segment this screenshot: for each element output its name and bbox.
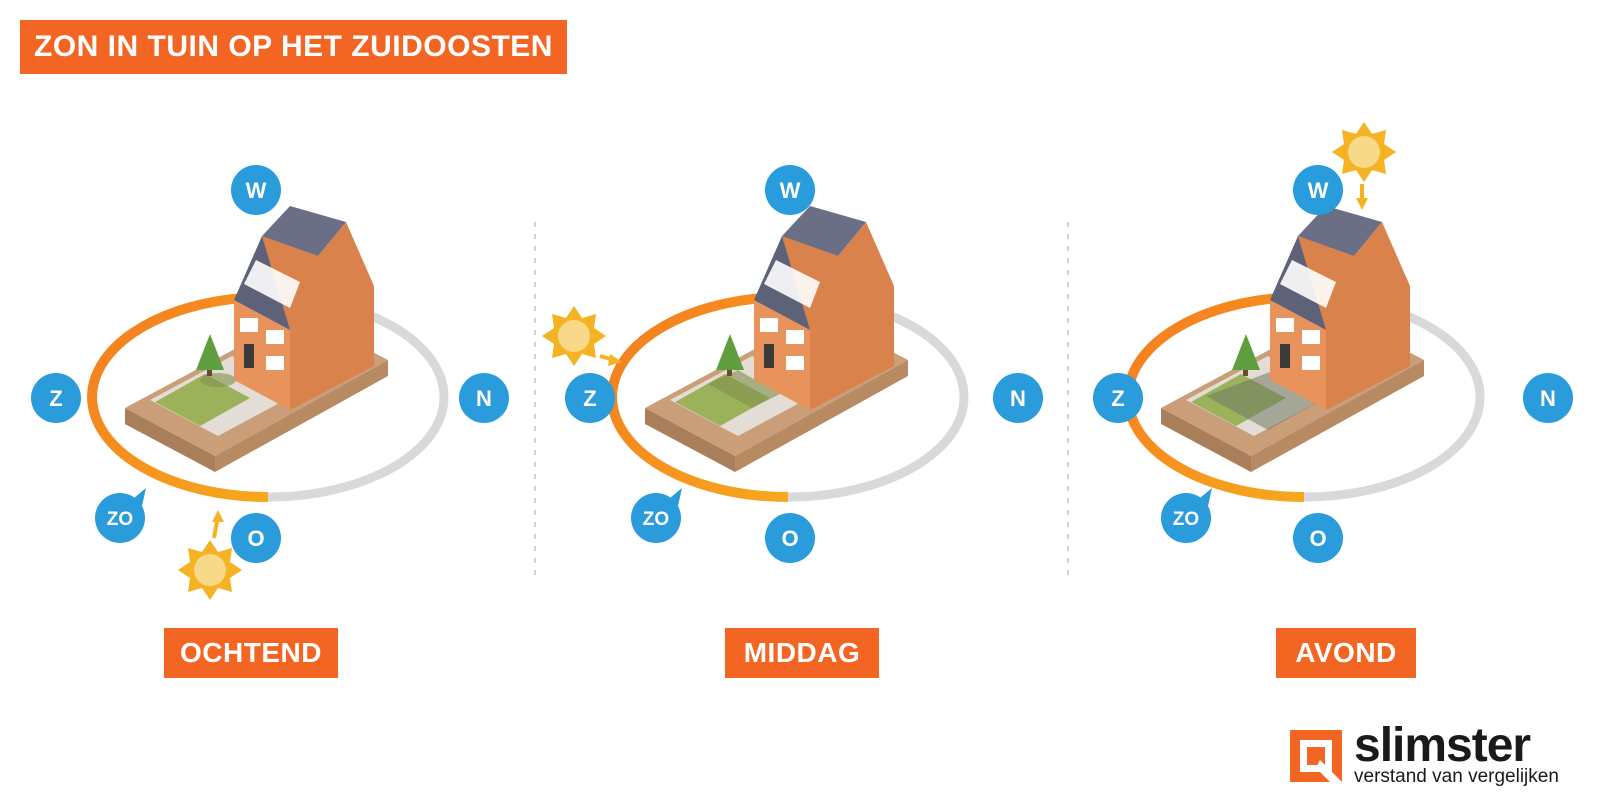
compass-west-badge: W	[1293, 165, 1343, 215]
house-scene	[1161, 206, 1424, 472]
compass-east-badge: O	[765, 513, 815, 563]
svg-text:ZO: ZO	[643, 509, 669, 530]
brand-mark-icon	[1290, 730, 1342, 782]
compass-south-badge: Z	[31, 373, 81, 423]
compass-west-badge: W	[231, 165, 281, 215]
svg-text:ZO: ZO	[1173, 509, 1199, 530]
compass-east-badge: O	[1293, 513, 1343, 563]
compass-north-badge: N	[993, 373, 1043, 423]
svg-text:W: W	[1308, 178, 1329, 203]
panel-midday	[542, 206, 969, 502]
sun-icon	[542, 306, 606, 366]
brand-name: slimster	[1354, 719, 1531, 772]
svg-text:O: O	[781, 526, 798, 551]
time-label-midday: MIDDAG	[725, 628, 879, 678]
brand-logo: slimster verstand van vergelijken	[1290, 719, 1590, 792]
svg-text:ZO: ZO	[107, 509, 133, 530]
compass-south-badge: Z	[565, 373, 615, 423]
svg-text:Z: Z	[583, 386, 596, 411]
svg-text:N: N	[1540, 386, 1556, 411]
page-title: ZON IN TUIN OP HET ZUIDOOSTEN	[20, 20, 567, 74]
house-scene	[125, 206, 388, 472]
svg-text:N: N	[1010, 386, 1026, 411]
svg-text:O: O	[1309, 526, 1326, 551]
compass-southeast-badge: ZO	[631, 488, 682, 543]
panel-morning	[87, 206, 449, 600]
svg-text:O: O	[247, 526, 264, 551]
svg-text:W: W	[246, 178, 267, 203]
sun-icon	[178, 540, 242, 600]
time-label-morning: OCHTEND	[164, 628, 338, 678]
svg-text:Z: Z	[1111, 386, 1124, 411]
compass-south-badge: Z	[1093, 373, 1143, 423]
compass-southeast-badge: ZO	[95, 488, 146, 543]
compass-east-badge: O	[231, 513, 281, 563]
time-label-evening: AVOND	[1276, 628, 1416, 678]
sun-arc	[87, 292, 269, 502]
brand-tagline: verstand van vergelijken	[1354, 766, 1559, 787]
svg-text:W: W	[780, 178, 801, 203]
sun-icon	[1332, 122, 1396, 182]
compass-north-badge: N	[459, 373, 509, 423]
compass-north-badge: N	[1523, 373, 1573, 423]
svg-text:N: N	[476, 386, 492, 411]
compass-west-badge: W	[765, 165, 815, 215]
house-scene	[645, 206, 908, 472]
compass-southeast-badge: ZO	[1161, 488, 1212, 543]
svg-text:Z: Z	[49, 386, 62, 411]
